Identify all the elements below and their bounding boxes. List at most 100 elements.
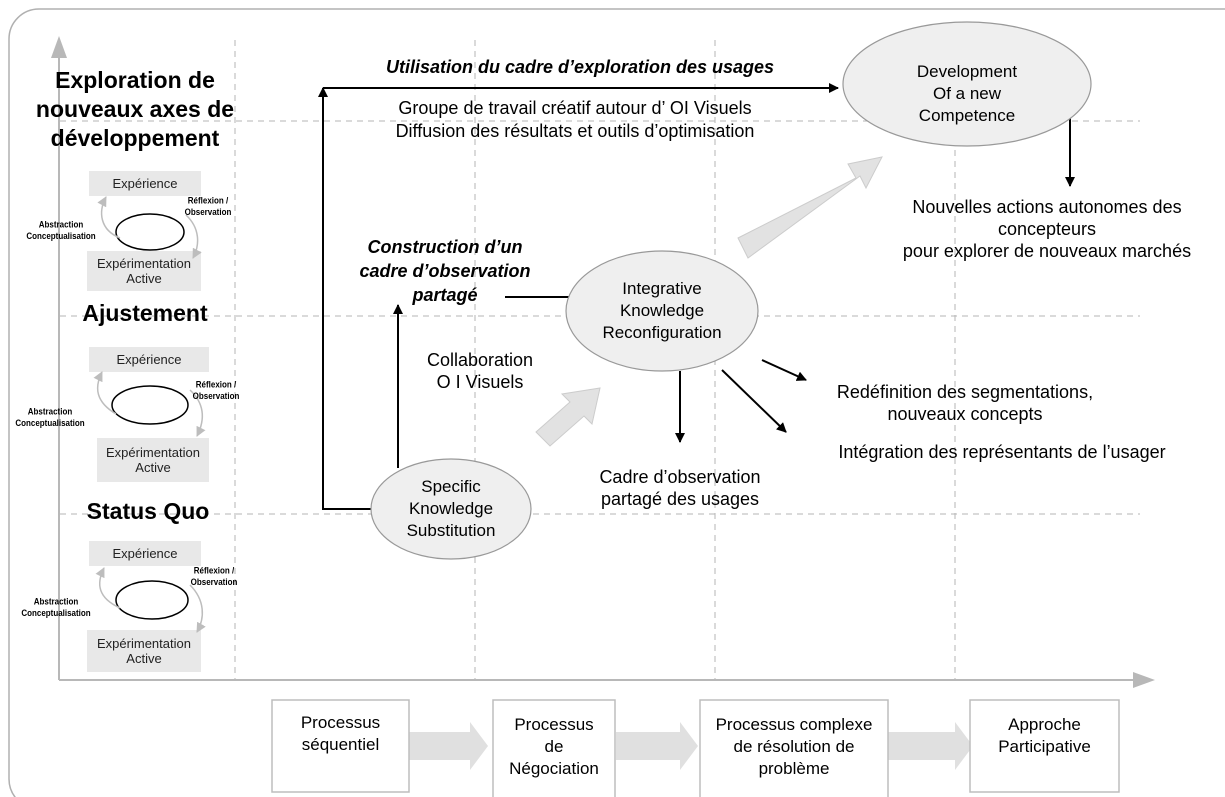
annotation-collaboration-line: Collaboration bbox=[426, 350, 534, 370]
annotation-redefinition: Redéfinition des segmentations, nouveaux… bbox=[800, 381, 1130, 425]
annotation-diffusion: Diffusion des résultats et outils d’opti… bbox=[395, 121, 755, 141]
cycle-abstraction-line: Abstraction bbox=[33, 596, 79, 607]
node-development-line: Of a new bbox=[932, 84, 1002, 103]
learning-cycle-top bbox=[87, 171, 202, 291]
cycle-ellipse bbox=[115, 580, 189, 620]
process-chevron-1 bbox=[408, 722, 488, 770]
cycle-experimentation-label: Expérimentation Active bbox=[87, 256, 201, 286]
cycle-arrow-right bbox=[189, 389, 206, 437]
annotation-utilisation: Utilisation du cadre d’exploration des u… bbox=[385, 57, 775, 77]
cycle-experience-box bbox=[89, 171, 201, 196]
level-label-exploration-line: nouveaux axes de bbox=[35, 96, 235, 122]
y-axis-arrowhead bbox=[51, 36, 67, 58]
process-flow bbox=[271, 699, 1120, 797]
node-integrative-knowledge-reconfiguration bbox=[565, 250, 759, 372]
arrow-integrative-to-redefinition bbox=[761, 359, 807, 381]
axes bbox=[51, 36, 1155, 688]
cycle-experience-box bbox=[89, 541, 201, 566]
annotation-construction-line: partagé bbox=[412, 285, 478, 305]
process-box-negociation bbox=[492, 699, 616, 797]
cycle-experimentation-line: Expérimentation bbox=[97, 636, 191, 651]
process-label-line: Approche bbox=[1008, 715, 1081, 734]
node-specific-line: Specific bbox=[421, 477, 481, 496]
annotation-nouvelles-line: pour explorer de nouveaux marchés bbox=[902, 241, 1192, 261]
process-label-line: de bbox=[544, 737, 564, 756]
cycle-reflexion-line: Réflexion / bbox=[195, 379, 237, 390]
process-box-complexe bbox=[699, 699, 889, 797]
process-box-participative bbox=[969, 699, 1120, 793]
process-label-participative: Approche Participative bbox=[970, 714, 1119, 758]
node-integrative-line: Reconfiguration bbox=[602, 323, 722, 342]
cycle-reflexion-line: Réflexion / bbox=[187, 195, 229, 206]
cycle-ellipse bbox=[115, 213, 185, 251]
big-arrow-integrative-to-development bbox=[737, 156, 883, 259]
arrow-specific-to-top bbox=[318, 87, 372, 510]
process-chevron-2 bbox=[616, 722, 698, 770]
cycle-arrow-left bbox=[95, 567, 121, 609]
annotation-nouvelles-line: concepteurs bbox=[997, 219, 1097, 239]
cycle-abstraction-label: Abstraction Conceptualisation bbox=[18, 597, 94, 620]
node-integrative-line: Knowledge bbox=[619, 301, 705, 320]
level-label-exploration-line: Exploration de bbox=[55, 67, 215, 93]
learning-cycle-middle bbox=[89, 347, 209, 482]
x-axis-arrowhead bbox=[1133, 672, 1155, 688]
cycle-experimentation-line: Active bbox=[135, 460, 171, 475]
cycle-reflexion-label: Réflexion / Observation bbox=[184, 566, 244, 589]
node-specific-knowledge-substitution bbox=[370, 458, 532, 560]
cycle-abstraction-label: Abstraction Conceptualisation bbox=[26, 220, 96, 243]
node-development-label: Development Of a new Competence bbox=[843, 61, 1091, 127]
cycle-ellipse bbox=[111, 385, 189, 425]
process-label-line: Processus bbox=[514, 715, 594, 734]
process-label-line: de résolution de bbox=[733, 737, 855, 756]
process-label-line: Processus complexe bbox=[715, 715, 873, 734]
cycle-abstraction-line: Conceptualisation bbox=[21, 608, 91, 619]
cycle-experience-label: Expérience bbox=[112, 546, 178, 561]
cycle-reflexion-line: Observation bbox=[190, 577, 238, 588]
level-label-ajustement: Ajustement bbox=[82, 300, 208, 326]
cycle-experimentation-box bbox=[87, 630, 201, 672]
cycle-arrow-left bbox=[93, 371, 117, 415]
level-label-exploration: Exploration de nouveaux axes de développ… bbox=[10, 66, 260, 153]
cycle-abstraction-line: Conceptualisation bbox=[26, 231, 96, 242]
annotation-construction-line: Construction d’un bbox=[367, 237, 523, 257]
cycle-experimentation-line: Expérimentation bbox=[97, 256, 191, 271]
process-label-line: séquentiel bbox=[301, 735, 380, 754]
node-integrative-label: Integrative Knowledge Reconfiguration bbox=[566, 278, 758, 344]
cycle-abstraction-line: Abstraction bbox=[27, 406, 73, 417]
process-label-line: problème bbox=[758, 759, 830, 778]
learning-cycle-bottom bbox=[87, 541, 206, 672]
annotation-collaboration: Collaboration O I Visuels bbox=[410, 349, 550, 393]
cycle-abstraction-label: Abstraction Conceptualisation bbox=[10, 407, 90, 430]
annotation-redefinition-line: Redéfinition des segmentations, bbox=[836, 382, 1094, 402]
big-arrow-specific-to-integrative bbox=[535, 387, 601, 447]
node-specific-label: Specific Knowledge Substitution bbox=[371, 476, 531, 542]
annotation-redefinition-line: nouveaux concepts bbox=[887, 404, 1043, 424]
cycle-experience-label: Expérience bbox=[112, 176, 178, 191]
arrow-integrative-to-integration bbox=[721, 369, 787, 433]
process-label-line: Processus bbox=[300, 713, 381, 732]
annotation-cadre-line: Cadre d’observation bbox=[599, 467, 761, 487]
annotation-construction: Construction d’un cadre d’observation pa… bbox=[330, 235, 560, 307]
cycle-arrow-left bbox=[97, 196, 121, 239]
cycle-reflexion-line: Observation bbox=[192, 391, 240, 402]
node-integrative-line: Integrative bbox=[622, 279, 702, 298]
outer-frame bbox=[8, 8, 1225, 797]
cycle-experimentation-label: Expérimentation Active bbox=[97, 445, 209, 475]
cycle-arrow-right bbox=[185, 214, 202, 259]
annotation-nouvelles-line: Nouvelles actions autonomes des bbox=[912, 197, 1182, 217]
annotation-integration: Intégration des représentants de l’usage… bbox=[838, 442, 1166, 462]
cycle-abstraction-line: Conceptualisation bbox=[15, 418, 85, 429]
process-label-negociation: Processus de Négociation bbox=[493, 714, 615, 780]
cycle-experimentation-line: Active bbox=[126, 651, 162, 666]
node-development-new-competence bbox=[842, 21, 1092, 147]
cycle-reflexion-label: Réflexion / Observation bbox=[178, 196, 238, 219]
cycle-experimentation-line: Expérimentation bbox=[106, 445, 200, 460]
cycle-experience-box bbox=[89, 347, 209, 372]
node-specific-line: Knowledge bbox=[408, 499, 494, 518]
node-specific-line: Substitution bbox=[406, 521, 496, 540]
process-box-sequentiel bbox=[271, 699, 410, 793]
process-label-line: Négociation bbox=[509, 759, 599, 778]
annotation-construction-line: cadre d’observation bbox=[359, 261, 531, 281]
cycle-arrow-right bbox=[189, 584, 206, 633]
